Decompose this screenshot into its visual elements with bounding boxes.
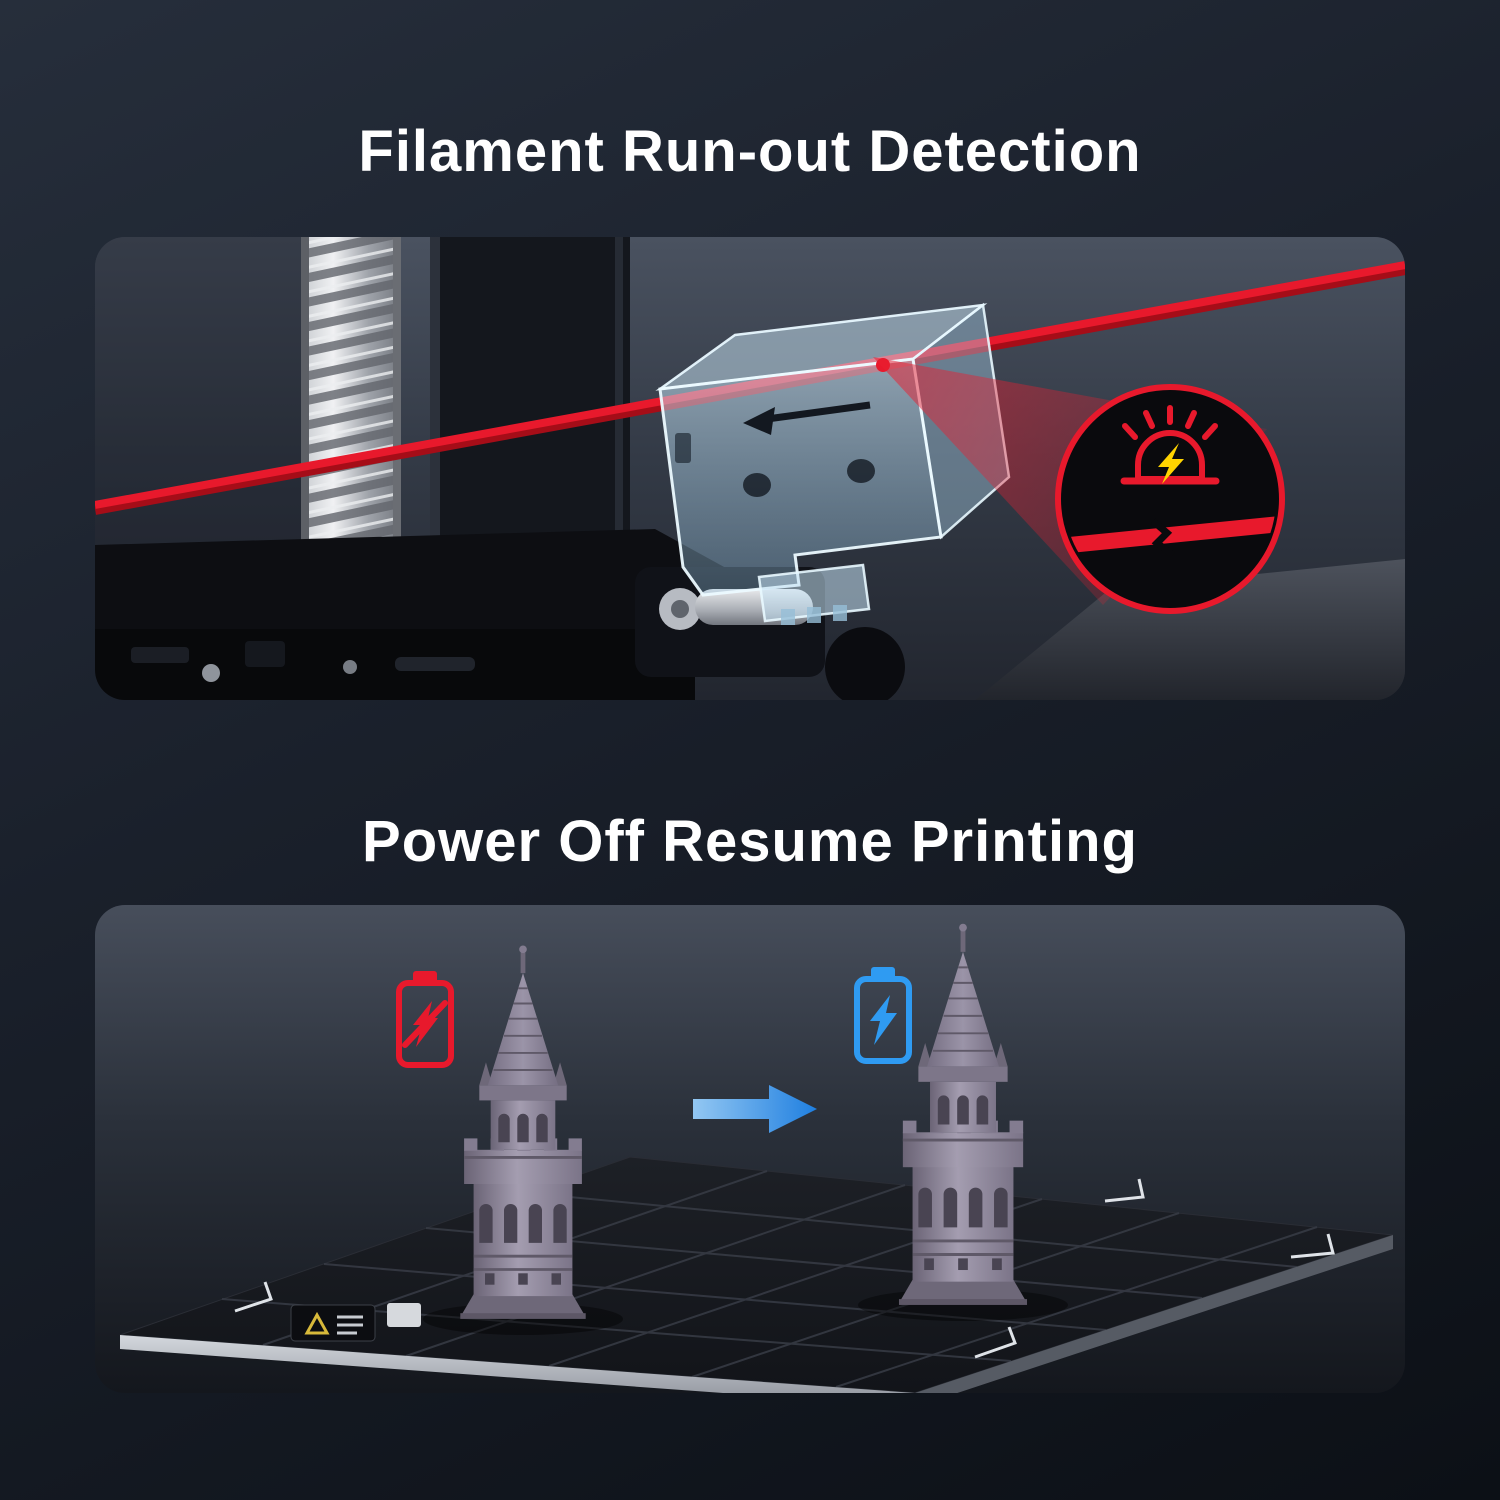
left-arrow-icon (743, 401, 871, 435)
power-on-battery-icon (854, 967, 912, 1064)
power-off-battery-icon (396, 971, 454, 1068)
lead-screw (301, 237, 401, 589)
section-title-power-off-resume: Power Off Resume Printing (362, 809, 1138, 874)
castle-tower-model-right (899, 924, 1027, 1305)
alarm-siren-icon (1120, 405, 1220, 485)
castle-tower-model-left (460, 946, 585, 1319)
alert-magnifier (1055, 384, 1285, 614)
bed-warning-labels (290, 1303, 421, 1342)
filament-sensor (655, 302, 1011, 625)
power-off-resume-panel (95, 905, 1405, 1393)
motor-housing (975, 559, 1405, 700)
resume-arrow-icon (693, 1085, 817, 1133)
print-bed (119, 1156, 1394, 1393)
power-off-resume-illustration (119, 905, 1394, 1393)
broken-filament-icon (1064, 515, 1276, 555)
filament-runout-panel (95, 237, 1405, 700)
section-title-filament-runout: Filament Run-out Detection (358, 119, 1142, 184)
bed-corner-marks (234, 1178, 1335, 1359)
extruder-wheel (825, 627, 905, 700)
filament-runout-illustration (95, 237, 1405, 700)
